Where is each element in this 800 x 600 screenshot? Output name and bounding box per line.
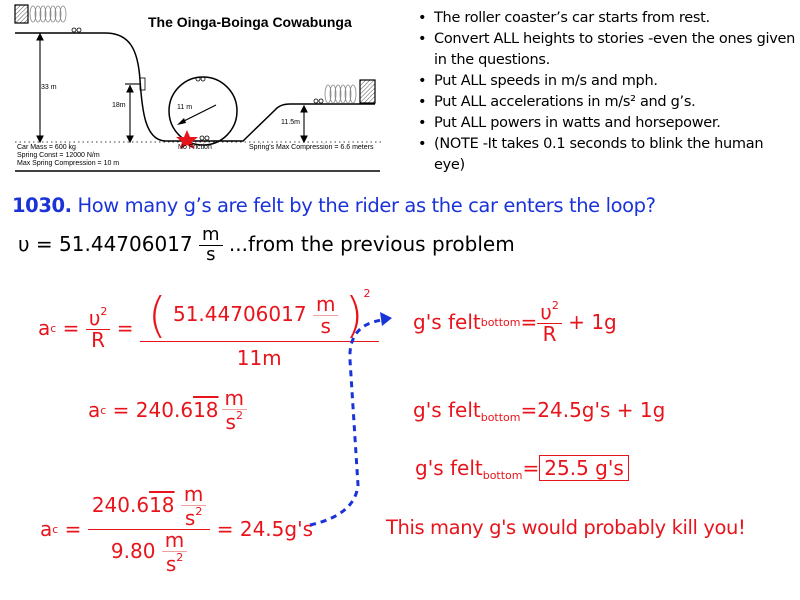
note-item: Put ALL powers in watts and horsepower.	[418, 113, 798, 134]
question-text: How many g’s are felt by the rider as th…	[71, 194, 656, 217]
problem-number: 1030.	[12, 194, 72, 217]
diagram-title: The Oinga-Boinga Cowabunga	[148, 14, 352, 30]
label-spring-max-compression-right: Spring's Max Compression = 6.6 meters	[249, 144, 374, 151]
given-note: ...from the previous problem	[228, 231, 515, 256]
track-diagram-graphic	[14, 4, 382, 172]
label-height-end: 11.5m	[281, 119, 300, 126]
label-spring-const: Spring Const = 12000 N/m	[17, 152, 100, 159]
notes-list: The roller coaster’s car starts from res…	[418, 8, 798, 176]
note-item: Put ALL accelerations in m/s² and g’s.	[418, 92, 798, 113]
note-item: The roller coaster’s car starts from res…	[418, 8, 798, 29]
v2-over-r: υ2 R	[85, 306, 111, 351]
roller-coaster-diagram: The Oinga-Boinga Cowabunga 33 m 18m 11 m…	[0, 0, 400, 180]
label-height-drop: 18m	[112, 102, 126, 109]
note-item: Put ALL speeds in m/s and mph.	[418, 71, 798, 92]
label-no-friction: No Friction	[178, 144, 212, 151]
label-car-mass: Car Mass = 600 kg	[17, 144, 76, 151]
gs-felt-answer: g's feltbottom=25.5 g's	[415, 455, 629, 482]
note-item: Convert ALL heights to stories -even the…	[418, 29, 798, 71]
connector-arrow-icon	[309, 312, 392, 527]
label-loop-radius: 11 m	[177, 104, 193, 111]
label-max-spring-compression: Max Spring Compression = 10 m	[17, 160, 120, 167]
problem-question: 1030. How many g’s are felt by the rider…	[12, 194, 656, 217]
gs-felt-substituted: g's feltbottom=24.5g's + 1g	[413, 398, 666, 424]
given-velocity: υ = 51.44706017 m s ...from the previous…	[18, 225, 515, 265]
answer-box: 25.5 g's	[539, 455, 629, 481]
given-velocity-unit: m s	[199, 225, 223, 265]
note-item: (NOTE -It takes 0.1 seconds to blink the…	[418, 134, 798, 176]
given-velocity-value: υ = 51.44706017	[18, 231, 193, 256]
label-height-start: 33 m	[41, 84, 57, 91]
conclusion-text: This many g's would probably kill you!	[386, 516, 746, 539]
star-marker-icon	[176, 130, 198, 149]
